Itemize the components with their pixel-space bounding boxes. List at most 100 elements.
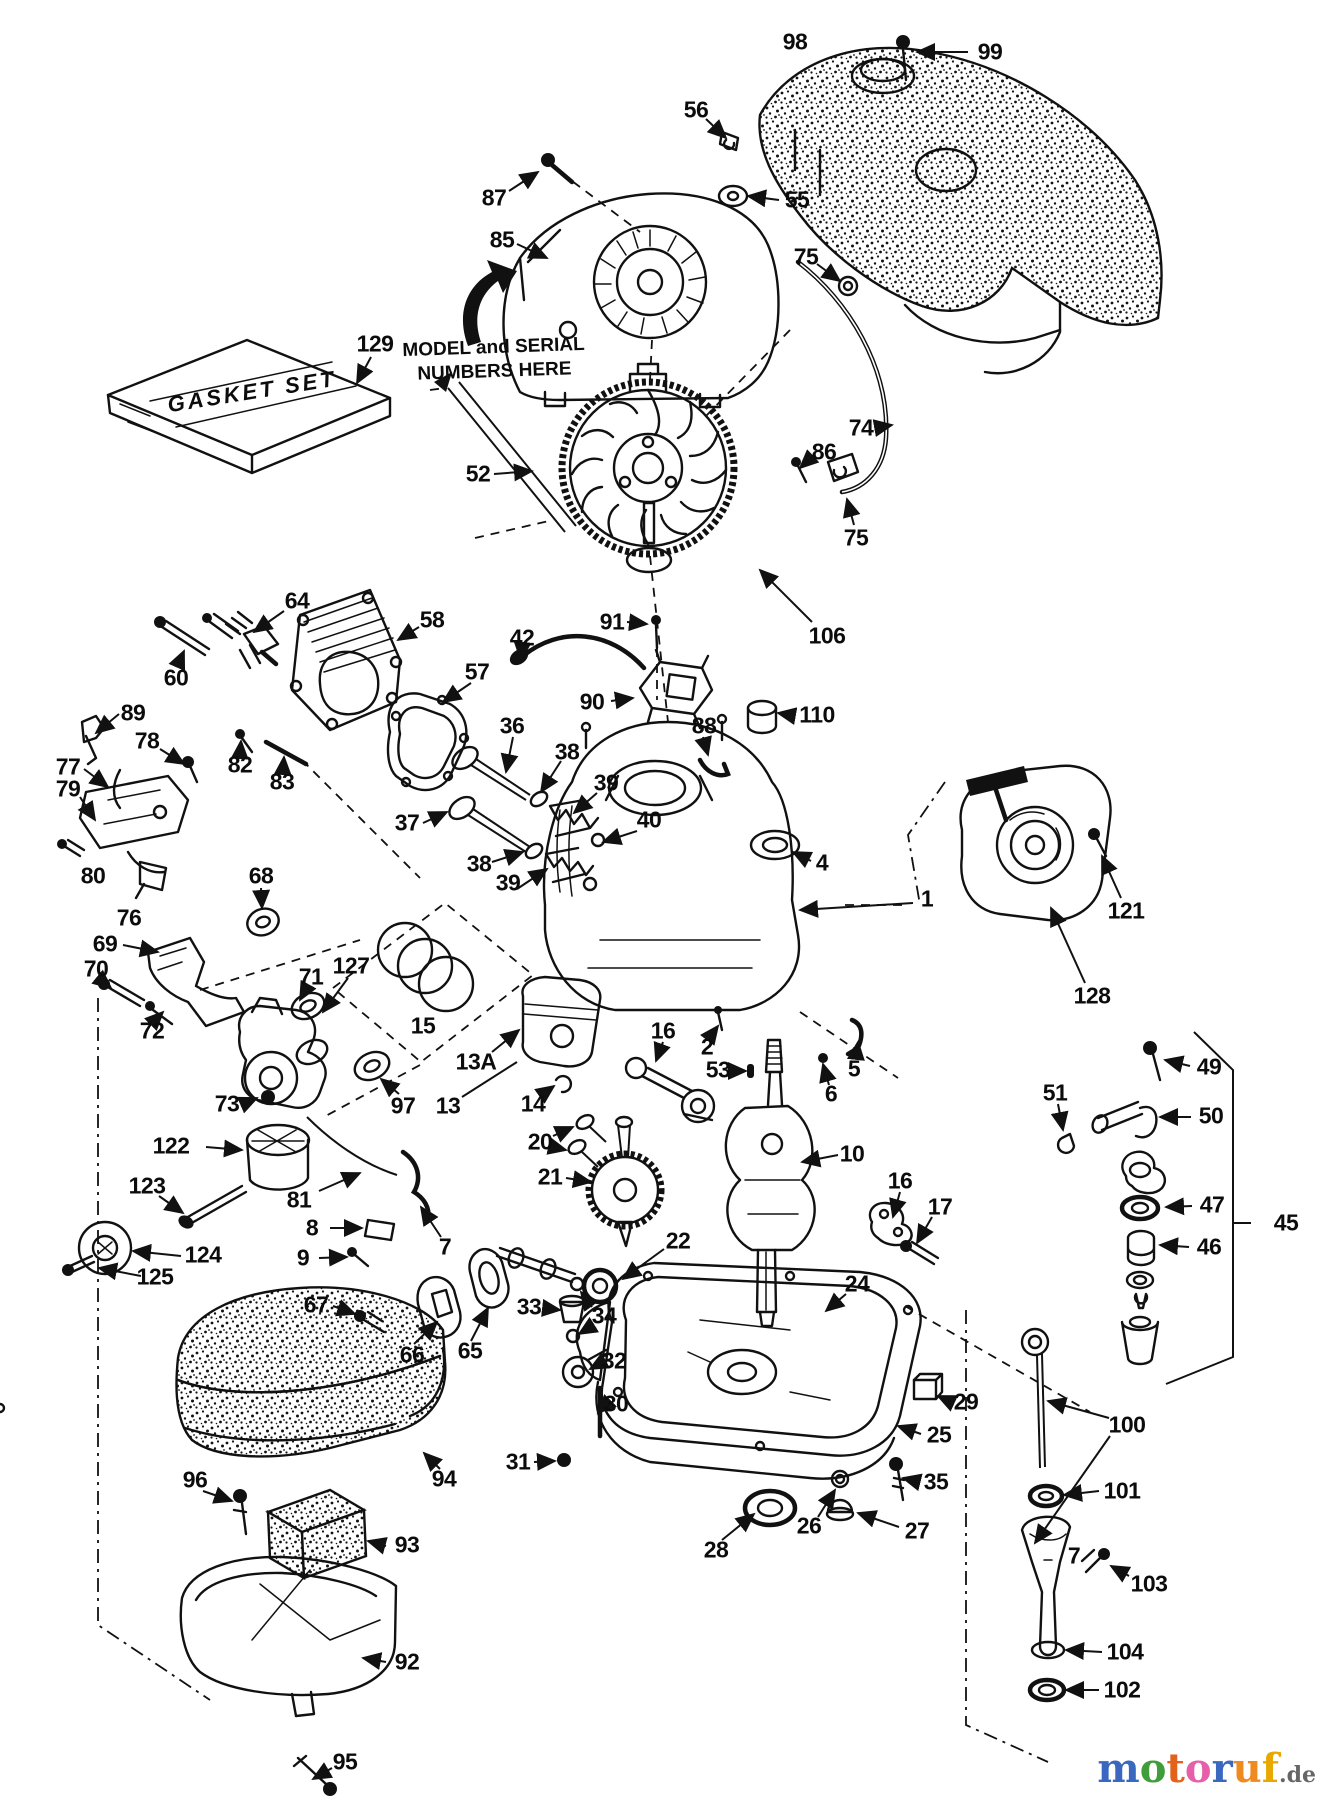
fuel-line-drawing: [791, 259, 889, 495]
head-gasket-drawing: [386, 692, 470, 792]
watermark-logo[interactable]: motoruf.de: [1097, 1749, 1316, 1795]
part-label-33: 33: [516, 1293, 542, 1320]
part-label-39: 39: [495, 869, 521, 896]
recoil-starter-drawing: [907, 764, 1112, 922]
part-label-124: 124: [184, 1241, 222, 1268]
part-label-7: 7: [438, 1233, 452, 1260]
ignition-coil-drawing: [509, 633, 731, 778]
part-label-75: 75: [843, 524, 869, 551]
speed-control-drawing: [57, 616, 309, 900]
part-label-102: 102: [1103, 1676, 1141, 1703]
part-label-95: 95: [332, 1748, 358, 1775]
part-label-101: 101: [1103, 1477, 1141, 1504]
air-cleaner-drawing: [175, 1248, 510, 1796]
dipstick-drawing: [1020, 1327, 1110, 1703]
part-label-74: 74: [848, 414, 874, 441]
part-label-6: 6: [824, 1080, 838, 1107]
part-label-27: 27: [904, 1517, 930, 1544]
part-label-10: 10: [839, 1140, 865, 1167]
part-label-42: 42: [509, 624, 535, 651]
part-label-104: 104: [1106, 1638, 1144, 1665]
part-label-110: 110: [799, 701, 835, 728]
part-label-29: 29: [953, 1388, 979, 1415]
watermark-letter: r: [1211, 1745, 1233, 1792]
leader-lines: [77, 43, 1193, 1781]
part-label-38: 38: [466, 850, 492, 877]
part-label-55: 55: [784, 186, 810, 213]
part-label-123: 123: [128, 1172, 166, 1199]
part-label-99: 99: [977, 38, 1003, 65]
part-label-24: 24: [844, 1270, 870, 1297]
part-label-121: 121: [1107, 897, 1145, 924]
part-label-38: 38: [554, 738, 580, 765]
part-label-47: 47: [1199, 1191, 1225, 1218]
watermark-letter: o: [1139, 1745, 1167, 1792]
part-label-106: 106: [808, 622, 846, 649]
part-label-57: 57: [464, 658, 490, 685]
part-label-69: 69: [92, 930, 118, 957]
part-label-4: 4: [815, 849, 829, 876]
part-label-49: 49: [1196, 1053, 1222, 1080]
part-label-56: 56: [683, 96, 709, 123]
watermark-letters: motoruf: [1097, 1745, 1279, 1792]
watermark-letter: m: [1097, 1745, 1140, 1792]
part-label-103: 103: [1130, 1570, 1168, 1597]
part-label-75: 75: [793, 243, 819, 270]
watermark-letter: f: [1261, 1745, 1279, 1792]
part-label-94: 94: [431, 1465, 457, 1492]
part-label-79: 79: [55, 775, 81, 802]
part-label-87: 87: [481, 184, 507, 211]
part-label-34: 34: [591, 1302, 617, 1329]
model-serial-note: MODEL and SERIAL NUMBERS HERE: [402, 333, 586, 387]
engine-cover-drawing: [758, 46, 1163, 375]
part-label-82: 82: [227, 751, 253, 778]
part-label-125: 125: [136, 1263, 174, 1290]
lifter-rod-drawing: [495, 1246, 619, 1305]
bushing-110-drawing: [746, 699, 778, 735]
part-label-16: 16: [887, 1167, 913, 1194]
part-label-65: 65: [457, 1337, 483, 1364]
piston-group-drawing: [331, 901, 716, 1124]
part-label-37: 37: [394, 809, 420, 836]
part-label-20: 20: [527, 1128, 553, 1155]
part-label-98: 98: [782, 28, 808, 55]
part-label-40: 40: [636, 806, 662, 833]
part-label-17: 17: [927, 1193, 953, 1220]
part-label-36: 36: [499, 712, 525, 739]
part-label-21: 21: [537, 1163, 563, 1190]
alignment-lines: [97, 171, 1091, 1763]
part-label-72: 72: [139, 1017, 165, 1044]
part-label-8: 8: [305, 1214, 319, 1241]
part-label-127: 127: [332, 952, 370, 979]
part-label-76: 76: [116, 904, 142, 931]
valves-drawing: [448, 745, 606, 892]
watermark-letter: o: [1184, 1745, 1212, 1792]
part-label-50: 50: [1198, 1102, 1224, 1129]
part-label-80: 80: [80, 862, 106, 889]
part-label-86: 86: [811, 438, 837, 465]
engine-block-drawing: [542, 713, 864, 1078]
flywheel-fins: [570, 388, 728, 546]
cover-fasteners-drawing: [717, 35, 910, 297]
part-label-5: 5: [847, 1055, 861, 1082]
watermark-letter: u: [1232, 1745, 1262, 1792]
part-label-52: 52: [465, 460, 491, 487]
part-label-89: 89: [120, 699, 146, 726]
part-label-67: 67: [303, 1291, 329, 1318]
part-label-1: 1: [920, 885, 934, 912]
part-label-7: 7: [1067, 1542, 1081, 1569]
part-label-32: 32: [601, 1347, 627, 1374]
part-label-68: 68: [248, 862, 274, 889]
part-label-14: 14: [520, 1090, 546, 1117]
part-label-22: 22: [665, 1227, 691, 1254]
part-label-2: 2: [700, 1033, 714, 1060]
part-label-128: 128: [1073, 982, 1111, 1009]
part-label-13: 13: [435, 1092, 461, 1119]
part-label-83: 83: [269, 768, 295, 795]
flywheel-drawing: [558, 362, 738, 574]
oil-pan-drawing: [0, 1261, 944, 1528]
part-label-97: 97: [390, 1092, 416, 1119]
part-label-85: 85: [489, 226, 515, 253]
